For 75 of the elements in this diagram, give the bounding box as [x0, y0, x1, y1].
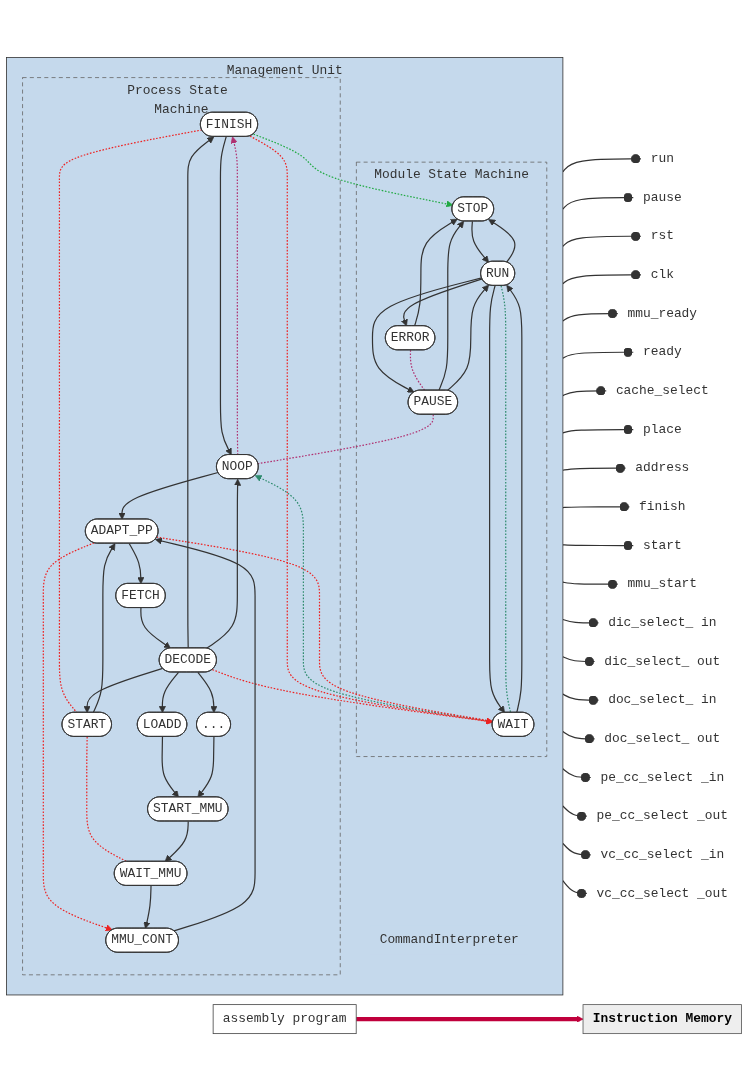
- connector: [562, 617, 600, 628]
- node-text: CommandInterpreter: [379, 932, 519, 948]
- node-text: start: [642, 538, 682, 553]
- node-text: clk: [650, 267, 674, 283]
- connector: [562, 768, 592, 783]
- connector: [562, 730, 596, 744]
- node-text: dic_select_ in: [608, 615, 717, 631]
- arrow: [128, 542, 145, 585]
- connector: [562, 540, 634, 551]
- arrow: [488, 219, 516, 263]
- connector: [562, 192, 634, 210]
- arrow: [158, 671, 180, 713]
- arrow: [155, 537, 256, 932]
- node-text: vc_cc_select _in: [600, 847, 725, 863]
- arrow: [118, 471, 219, 520]
- node-text: vc_cc_select _out: [596, 886, 729, 901]
- connector: [562, 463, 627, 474]
- node-text: address: [635, 460, 690, 476]
- arrow: [83, 667, 164, 713]
- node-text: pe_cc_select _out: [596, 808, 729, 824]
- node-text: cache_select: [615, 383, 709, 399]
- node-text: mmu_ready: [627, 306, 698, 321]
- node-text: dic_select_ out: [604, 654, 721, 669]
- node-box: assembly program: [212, 1004, 357, 1034]
- node-text: finish: [639, 499, 686, 515]
- arrow: [197, 671, 218, 713]
- node-text: doc_select_ out: [604, 731, 721, 747]
- connector: [409, 349, 426, 392]
- connector: [562, 386, 607, 397]
- arrow: [140, 607, 171, 649]
- arrow: [401, 278, 483, 327]
- node-text: mmu_start: [627, 576, 698, 592]
- connector: [562, 501, 631, 512]
- arrow: [438, 221, 465, 392]
- arrow: [42, 542, 113, 932]
- connector: [562, 270, 642, 285]
- node-text: place: [642, 422, 682, 437]
- connector: [562, 154, 642, 173]
- arrow: [161, 736, 179, 798]
- arrow: [143, 885, 152, 929]
- connector: [257, 414, 434, 465]
- connector: [500, 285, 512, 714]
- arrow: [219, 136, 232, 456]
- connector: [562, 231, 642, 247]
- arrow: [164, 820, 189, 862]
- arrow: [252, 133, 454, 208]
- connector: [562, 842, 592, 860]
- node-text: run: [650, 151, 674, 167]
- connector: [58, 129, 203, 714]
- node-box: Instruction Memory: [582, 1004, 742, 1034]
- arrow: [371, 277, 483, 393]
- node-text: doc_select_ in: [608, 692, 717, 708]
- connector: [562, 424, 634, 435]
- connector: [562, 656, 596, 667]
- connector: [562, 308, 619, 322]
- arrow: [446, 284, 489, 392]
- arrow: [92, 543, 116, 714]
- arrow: [471, 220, 489, 263]
- arrow: [489, 285, 505, 713]
- arrow: [413, 218, 458, 327]
- node-text: pe_cc_select _in: [600, 770, 725, 785]
- arrow: [197, 736, 215, 798]
- connector: [562, 347, 634, 359]
- arrow: [356, 1015, 584, 1023]
- node-text: ready: [642, 344, 682, 360]
- connector: [562, 880, 588, 899]
- connector: [562, 579, 619, 590]
- connector: [562, 693, 600, 705]
- arrow: [506, 284, 523, 714]
- arrow: [249, 135, 494, 725]
- node-text: pause: [642, 190, 682, 205]
- node-text: rst: [650, 228, 674, 244]
- arrow: [187, 136, 215, 649]
- arrow: [205, 478, 242, 649]
- connector: [562, 805, 588, 821]
